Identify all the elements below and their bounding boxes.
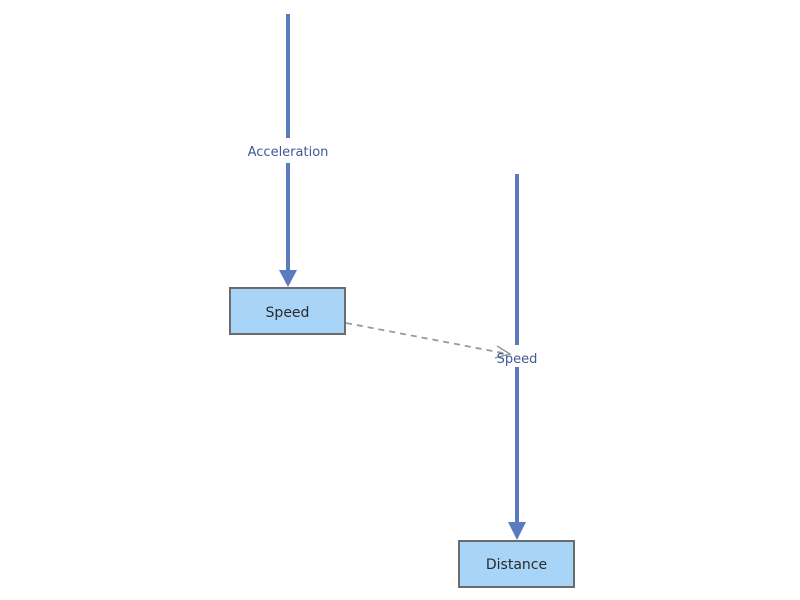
distance-stock-box (458, 540, 575, 588)
acceleration-flow-arrowhead (279, 270, 297, 287)
speed-link-dashed-line (345, 322, 509, 355)
speed-link[interactable] (345, 322, 512, 359)
speed-stock-box (229, 287, 346, 335)
speed-stock-label: Speed (266, 305, 310, 321)
speed-link-arrowhead (494, 345, 512, 359)
speed-flow-arrowhead (508, 522, 526, 540)
distance-stock-label: Distance (486, 557, 547, 573)
acceleration-flow-label: Acceleration (248, 145, 329, 160)
speed-flow[interactable]: Speed (497, 174, 538, 540)
distance-stock[interactable]: Distance (458, 540, 575, 588)
speed-stock[interactable]: Speed (229, 287, 346, 335)
acceleration-flow[interactable]: Acceleration (248, 14, 329, 287)
speed-flow-label: Speed (497, 352, 538, 367)
